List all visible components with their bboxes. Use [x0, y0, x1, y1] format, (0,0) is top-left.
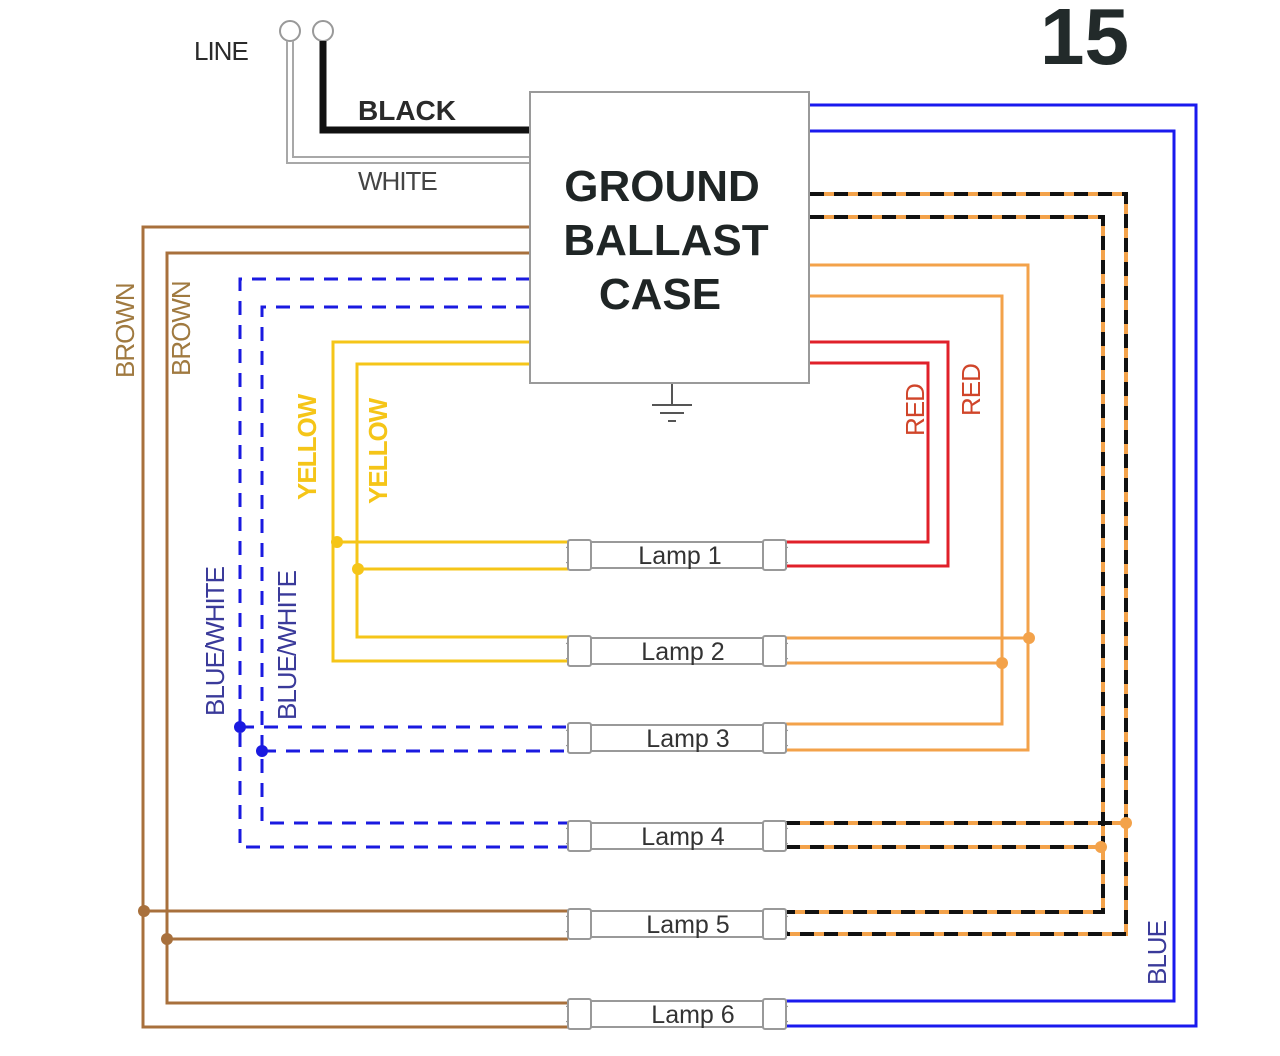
lamp-2: Lamp 2 [566, 635, 788, 667]
yellow-wire-label-1: YELLOW [292, 393, 322, 500]
lamp-label: Lamp 1 [638, 542, 721, 570]
lamp-end-cap [567, 635, 592, 667]
junction-dot [331, 536, 343, 548]
wire-black [319, 41, 530, 134]
wire-yellow [331, 340, 568, 663]
yellow-wire-label-2: YELLOW [363, 397, 393, 504]
lamp-tube [567, 910, 787, 938]
lamp-tube [567, 822, 787, 850]
lamp-5: Lamp 5 [566, 908, 788, 940]
line-terminal-black [312, 20, 334, 42]
lamp-end-cap [762, 722, 787, 754]
junction-dot [1095, 841, 1107, 853]
lamp-3: Lamp 3 [566, 722, 788, 754]
lamp-end-cap [567, 722, 592, 754]
junction-dot [996, 657, 1008, 669]
lamp-end-cap [567, 908, 592, 940]
blue-white-wire-label-2: BLUE/WHITE [272, 570, 302, 720]
brown-wire-label-1: BROWN [110, 283, 140, 378]
junction-dot [256, 745, 268, 757]
wire-white [286, 41, 530, 164]
blue-wire-label: BLUE [1142, 920, 1172, 985]
lamp-end-cap [762, 820, 787, 852]
brown-wire-label-2: BROWN [166, 281, 196, 376]
lamp-1: Lamp 1 [566, 539, 788, 571]
lamp-tube [567, 637, 787, 665]
white-wire-label: WHITE [358, 166, 437, 196]
junction-dot [352, 563, 364, 575]
junction-dot [1023, 632, 1035, 644]
lamp-label: Lamp 4 [641, 823, 724, 851]
line-terminal-white [279, 20, 301, 42]
lamp-end-cap [762, 998, 787, 1030]
lamp-label: Lamp 5 [646, 911, 729, 939]
junction-dot [161, 933, 173, 945]
wire-orange [786, 263, 1030, 752]
wire-blue-white [238, 277, 568, 849]
black-wire-label: BLACK [358, 95, 456, 126]
wire-black-orange [786, 192, 1128, 936]
ground-icon [652, 384, 692, 422]
ballast-case: GROUND BALLAST CASE [529, 91, 810, 384]
lamp-end-cap [567, 820, 592, 852]
lamp-end-cap [762, 539, 787, 571]
lamp-end-cap [762, 908, 787, 940]
red-wire-label-1: RED [900, 384, 930, 436]
junction-dot [1120, 817, 1132, 829]
junction-dot [138, 905, 150, 917]
lamp-end-cap [567, 539, 592, 571]
wire-blue [786, 103, 1198, 1028]
wire-red [786, 340, 950, 568]
line-label: LINE [194, 36, 248, 66]
lamp-tube [567, 541, 787, 569]
lamp-label: Lamp 3 [646, 725, 729, 753]
lamp-end-cap [567, 998, 592, 1030]
wire-brown [141, 225, 568, 1029]
lamps-group: Lamp 1 Lamp 2 Lamp 3 Lamp 4 Lamp 5 Lamp 6 [566, 539, 788, 1030]
lamp-6: Lamp 6 [566, 998, 788, 1030]
ballast-label-line-3: CASE [599, 270, 721, 319]
ballast-label-line-2: BALLAST [563, 216, 768, 265]
lamp-label: Lamp 2 [641, 638, 724, 666]
lamp-label: Lamp 6 [651, 1001, 734, 1029]
ballast-label-line-1: GROUND [564, 162, 760, 211]
lamp-4: Lamp 4 [566, 820, 788, 852]
lamp-end-cap [762, 635, 787, 667]
page-number: 15 [1040, 0, 1129, 81]
blue-white-wire-label-1: BLUE/WHITE [200, 566, 230, 716]
red-wire-label-2: RED [956, 364, 986, 416]
junction-dot [234, 721, 246, 733]
